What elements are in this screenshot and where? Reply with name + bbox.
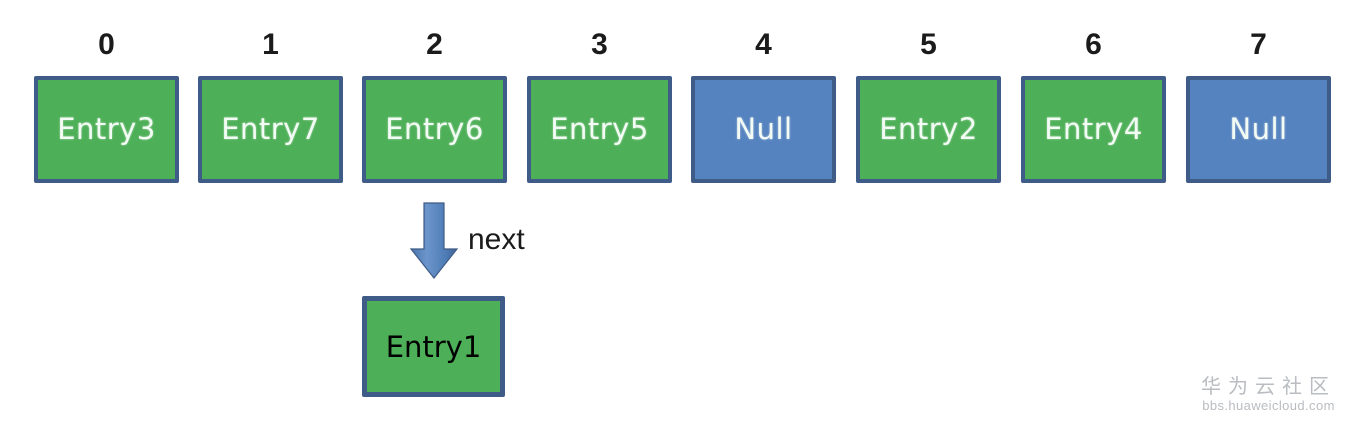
next-arrow-down-icon — [408, 201, 460, 281]
bucket-index-0: 0 — [98, 28, 115, 61]
next-pointer-label: next — [468, 223, 525, 256]
bucket-cell-label-2: Entry6 — [385, 112, 484, 146]
chain-node-label: Entry1 — [385, 329, 482, 364]
bucket-cell-label-4: Null — [734, 112, 793, 146]
bucket-index-3: 3 — [591, 28, 608, 61]
watermark-url-text: bbs.huaweicloud.com — [1202, 398, 1335, 413]
bucket-cell-5[interactable]: Entry2 — [856, 76, 1001, 183]
bucket-cell-2[interactable]: Entry6 — [362, 76, 507, 183]
bucket-cell-label-7: Null — [1229, 112, 1288, 146]
bucket-cell-label-6: Entry4 — [1044, 112, 1143, 146]
bucket-cell-label-0: Entry3 — [57, 112, 156, 146]
bucket-cell-7[interactable]: Null — [1186, 76, 1331, 183]
bucket-cell-0[interactable]: Entry3 — [34, 76, 179, 183]
bucket-index-7: 7 — [1250, 28, 1267, 61]
watermark-cn-text: 华为云社区 — [1201, 374, 1336, 398]
chain-node-entry1[interactable]: Entry1 — [362, 296, 505, 397]
bucket-cell-label-1: Entry7 — [221, 112, 320, 146]
bucket-cell-1[interactable]: Entry7 — [198, 76, 343, 183]
bucket-index-2: 2 — [426, 28, 443, 61]
bucket-index-5: 5 — [920, 28, 937, 61]
bucket-cell-label-5: Entry2 — [879, 112, 978, 146]
bucket-index-1: 1 — [262, 28, 279, 61]
bucket-cell-4[interactable]: Null — [691, 76, 836, 183]
bucket-index-4: 4 — [755, 28, 772, 61]
bucket-cell-label-3: Entry5 — [550, 112, 649, 146]
bucket-cell-6[interactable]: Entry4 — [1021, 76, 1166, 183]
bucket-cell-3[interactable]: Entry5 — [527, 76, 672, 183]
watermark: 华为云社区 bbs.huaweicloud.com — [1201, 374, 1336, 414]
bucket-index-6: 6 — [1085, 28, 1102, 61]
